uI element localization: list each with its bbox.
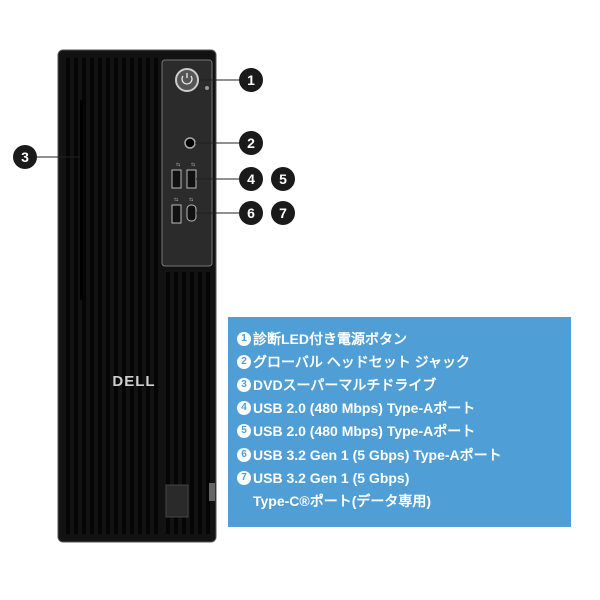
vent-slot bbox=[206, 272, 210, 534]
svg-text:⇆: ⇆ bbox=[191, 162, 195, 168]
vent-slot bbox=[138, 58, 142, 534]
legend-number: 3 bbox=[237, 377, 251, 392]
legend-label: Type-C®ポート(データ専用) bbox=[253, 492, 432, 509]
optical-drive-slot bbox=[80, 100, 83, 300]
legend-label: USB 2.0 (480 Mbps) Type-Aポート bbox=[253, 400, 476, 417]
legend-item-2: 2 グローバル ヘッドセット ジャック bbox=[237, 350, 571, 373]
legend-item-7: 7 USB 3.2 Gen 1 (5 Gbps) bbox=[237, 466, 571, 489]
legend-number: 1 bbox=[237, 331, 251, 346]
svg-text:⇆: ⇆ bbox=[174, 197, 178, 203]
vent-slot bbox=[198, 272, 202, 534]
usb3-type-c-port bbox=[186, 204, 197, 222]
legend-item-1: 1 診断LED付き電源ボタン bbox=[237, 327, 571, 350]
legend-label: DVDスーパーマルチドライブ bbox=[253, 376, 437, 393]
legend-label: 診断LED付き電源ボタン bbox=[253, 330, 407, 347]
legend-label: USB 2.0 (480 Mbps) Type-Aポート bbox=[253, 423, 476, 440]
vent-slot bbox=[130, 58, 134, 534]
callout-4: 4 bbox=[239, 167, 263, 191]
legend-number: 2 bbox=[237, 354, 251, 369]
callout-5: 5 bbox=[271, 167, 295, 191]
legend-label: USB 3.2 Gen 1 (5 Gbps) Type-Aポート bbox=[253, 446, 502, 463]
power-button bbox=[175, 68, 199, 92]
vent-slot bbox=[166, 272, 170, 534]
usb2-port-a bbox=[171, 169, 182, 189]
usb2-port-b bbox=[186, 169, 197, 189]
vent-slot bbox=[190, 272, 194, 534]
callout-6: 6 bbox=[239, 201, 263, 225]
vent-slot bbox=[82, 58, 86, 534]
callout-1: 1 bbox=[239, 68, 263, 92]
legend-label: USB 3.2 Gen 1 (5 Gbps) bbox=[253, 469, 410, 486]
badge-plate bbox=[165, 484, 189, 518]
vent-slot bbox=[122, 58, 126, 534]
headset-jack bbox=[184, 137, 196, 149]
legend-number: 5 bbox=[237, 424, 251, 439]
vent-slot bbox=[114, 58, 118, 534]
legend-number: 7 bbox=[237, 470, 251, 485]
legend-item-5: 5 USB 2.0 (480 Mbps) Type-Aポート bbox=[237, 420, 571, 443]
legend-item-6: 6 USB 3.2 Gen 1 (5 Gbps) Type-Aポート bbox=[237, 443, 571, 466]
svg-text:⇆: ⇆ bbox=[176, 162, 180, 168]
vent-slot bbox=[98, 58, 102, 534]
dell-logo: DELL bbox=[112, 373, 155, 390]
vent-slot bbox=[66, 58, 70, 534]
vent-slot bbox=[174, 272, 178, 534]
port-legend: 1 診断LED付き電源ボタン 2 グローバル ヘッドセット ジャック 3 DVD… bbox=[228, 317, 571, 527]
vent-slot bbox=[146, 58, 150, 534]
legend-item-7-continuation: Type-C®ポート(データ専用) bbox=[237, 489, 571, 512]
callout-3: 3 bbox=[13, 145, 37, 169]
front-vent-slots bbox=[66, 58, 210, 534]
vent-slot bbox=[154, 58, 158, 534]
svg-text:⇆: ⇆ bbox=[189, 197, 193, 203]
callout-2: 2 bbox=[239, 131, 263, 155]
vent-slot bbox=[90, 58, 94, 534]
legend-number: 6 bbox=[237, 447, 251, 462]
legend-item-3: 3 DVDスーパーマルチドライブ bbox=[237, 373, 571, 396]
vent-slot bbox=[74, 58, 78, 534]
legend-label: グローバル ヘッドセット ジャック bbox=[253, 353, 470, 370]
legend-number: 4 bbox=[237, 401, 251, 416]
vent-slot bbox=[182, 272, 186, 534]
callout-7: 7 bbox=[271, 201, 295, 225]
usb3-type-a-port bbox=[171, 204, 182, 224]
vent-slot bbox=[106, 58, 110, 534]
legend-item-4: 4 USB 2.0 (480 Mbps) Type-Aポート bbox=[237, 397, 571, 420]
